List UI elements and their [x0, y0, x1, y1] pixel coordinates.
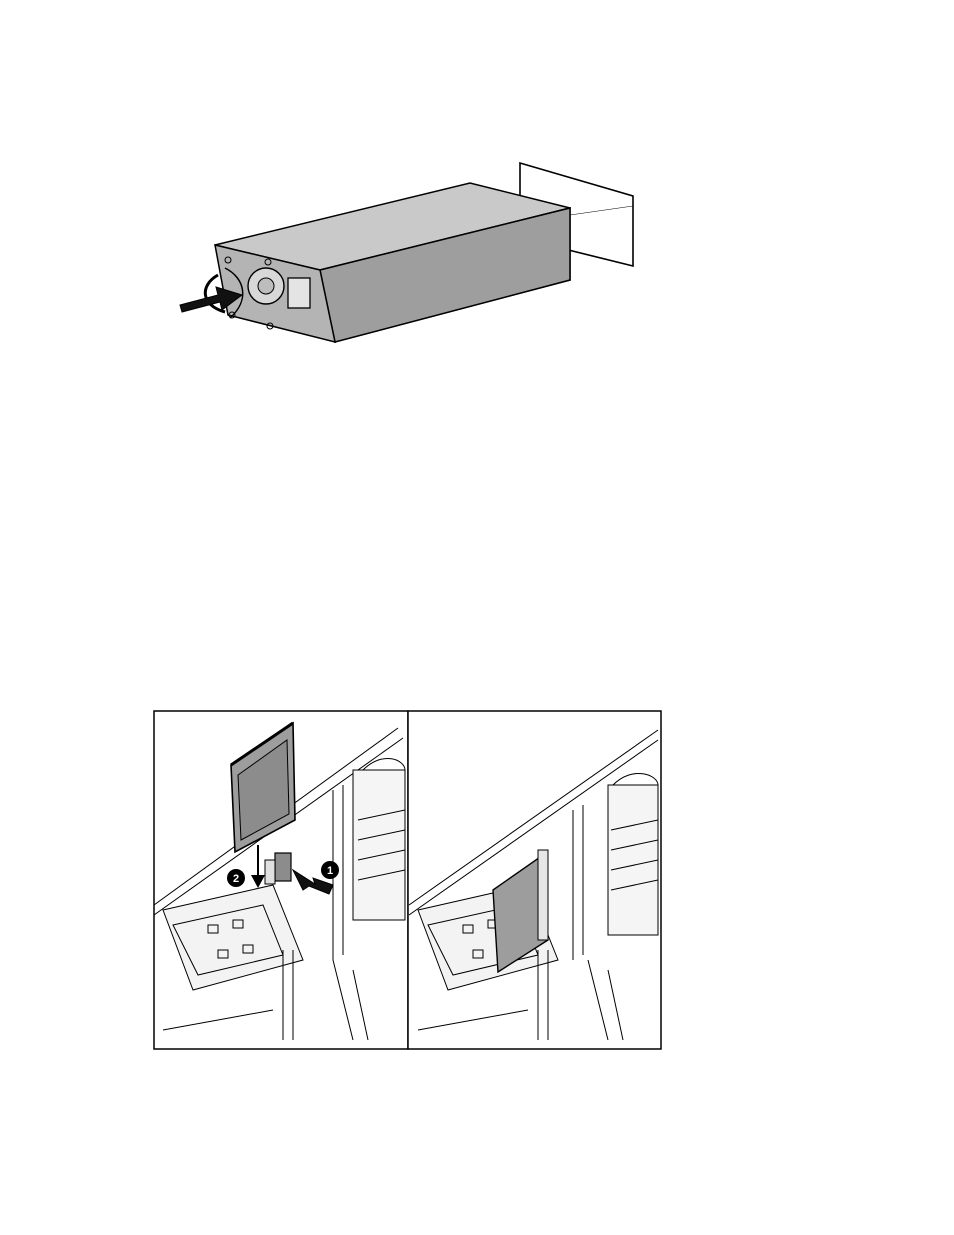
- card-install-illustration: 2 1: [153, 710, 663, 1052]
- power-supply-illustration: [170, 150, 650, 350]
- psu-connector: [288, 278, 310, 308]
- card-latch: [275, 853, 291, 881]
- callout-2: 2: [227, 869, 245, 887]
- power-supply-drawing: [170, 150, 650, 350]
- card-install-drawing: 2 1: [153, 710, 663, 1052]
- callout-1-label: 1: [327, 865, 333, 877]
- callout-2-label: 2: [233, 873, 239, 885]
- callout-1: 1: [321, 861, 339, 879]
